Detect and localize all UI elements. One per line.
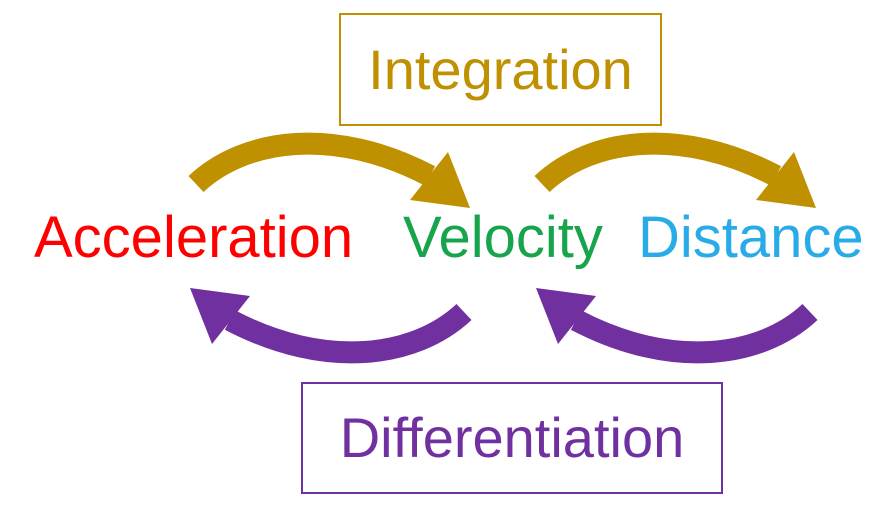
node-velocity: Velocity: [403, 205, 603, 270]
differentiation-arrow-velocity-to-acceleration: [190, 288, 472, 364]
node-distance: Distance: [638, 205, 864, 270]
integration-box: Integration: [339, 13, 662, 126]
differentiation-arrow-distance-to-velocity: [536, 288, 818, 364]
arrow-shaft: [570, 303, 818, 364]
arrow-shaft: [534, 132, 782, 193]
integration-label: Integration: [368, 37, 633, 101]
arrow-shaft: [224, 303, 472, 364]
node-acceleration: Acceleration: [34, 205, 354, 270]
differentiation-box: Differentiation: [301, 382, 723, 494]
arrow-shaft: [188, 132, 436, 193]
arrow-head: [190, 288, 250, 344]
differentiation-label: Differentiation: [339, 406, 685, 469]
integration-arrow-velocity-to-distance: [534, 132, 816, 208]
arrow-head: [756, 152, 816, 208]
integration-arrow-acceleration-to-velocity: [188, 132, 470, 208]
arrow-head: [536, 288, 596, 344]
arrow-head: [410, 152, 470, 208]
